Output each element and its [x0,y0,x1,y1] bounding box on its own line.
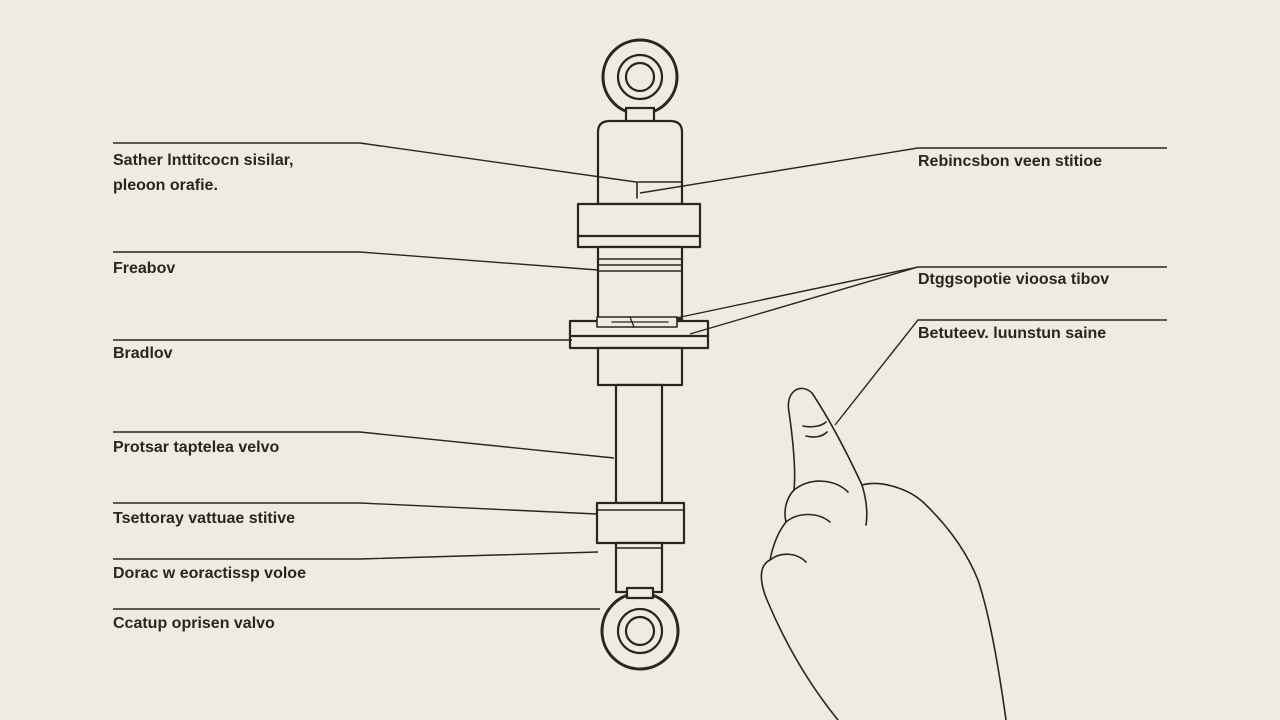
right-leader-lines [639,147,1167,426]
label-right-1: Rebincsbon veen stitioe [918,153,1103,170]
top-eyelet-mount-icon [601,38,679,124]
label-left-3: Bradlov [113,345,173,362]
label-left-2: Freabov [113,260,176,277]
label-left-4: Protsar taptelea velvo [113,439,280,456]
label-left-6: Dorac w eoractissp voloe [113,565,306,582]
middle-body [596,245,684,321]
left-leader-lines [113,142,637,610]
pointing-hand-icon [760,387,1007,720]
label-left-7: Ccatup oprisen valvo [113,615,275,632]
piston-rod [614,383,664,505]
upper-body [596,119,684,206]
label-left-1: Sather lnttitcocn sisilar, pleoon orafie… [113,152,294,194]
label-right-2: Dtggsopotie vioosa tibov [918,271,1110,288]
label-left-5: Tsettoray vattuae stitive [113,510,295,527]
lower-clamp [595,501,686,545]
lower-body [596,346,684,387]
collar [576,202,702,249]
label-right-3: Betuteev. luunstun saine [918,325,1107,342]
lower-rod [614,541,664,594]
bottom-eyelet-mount-icon [600,586,680,671]
